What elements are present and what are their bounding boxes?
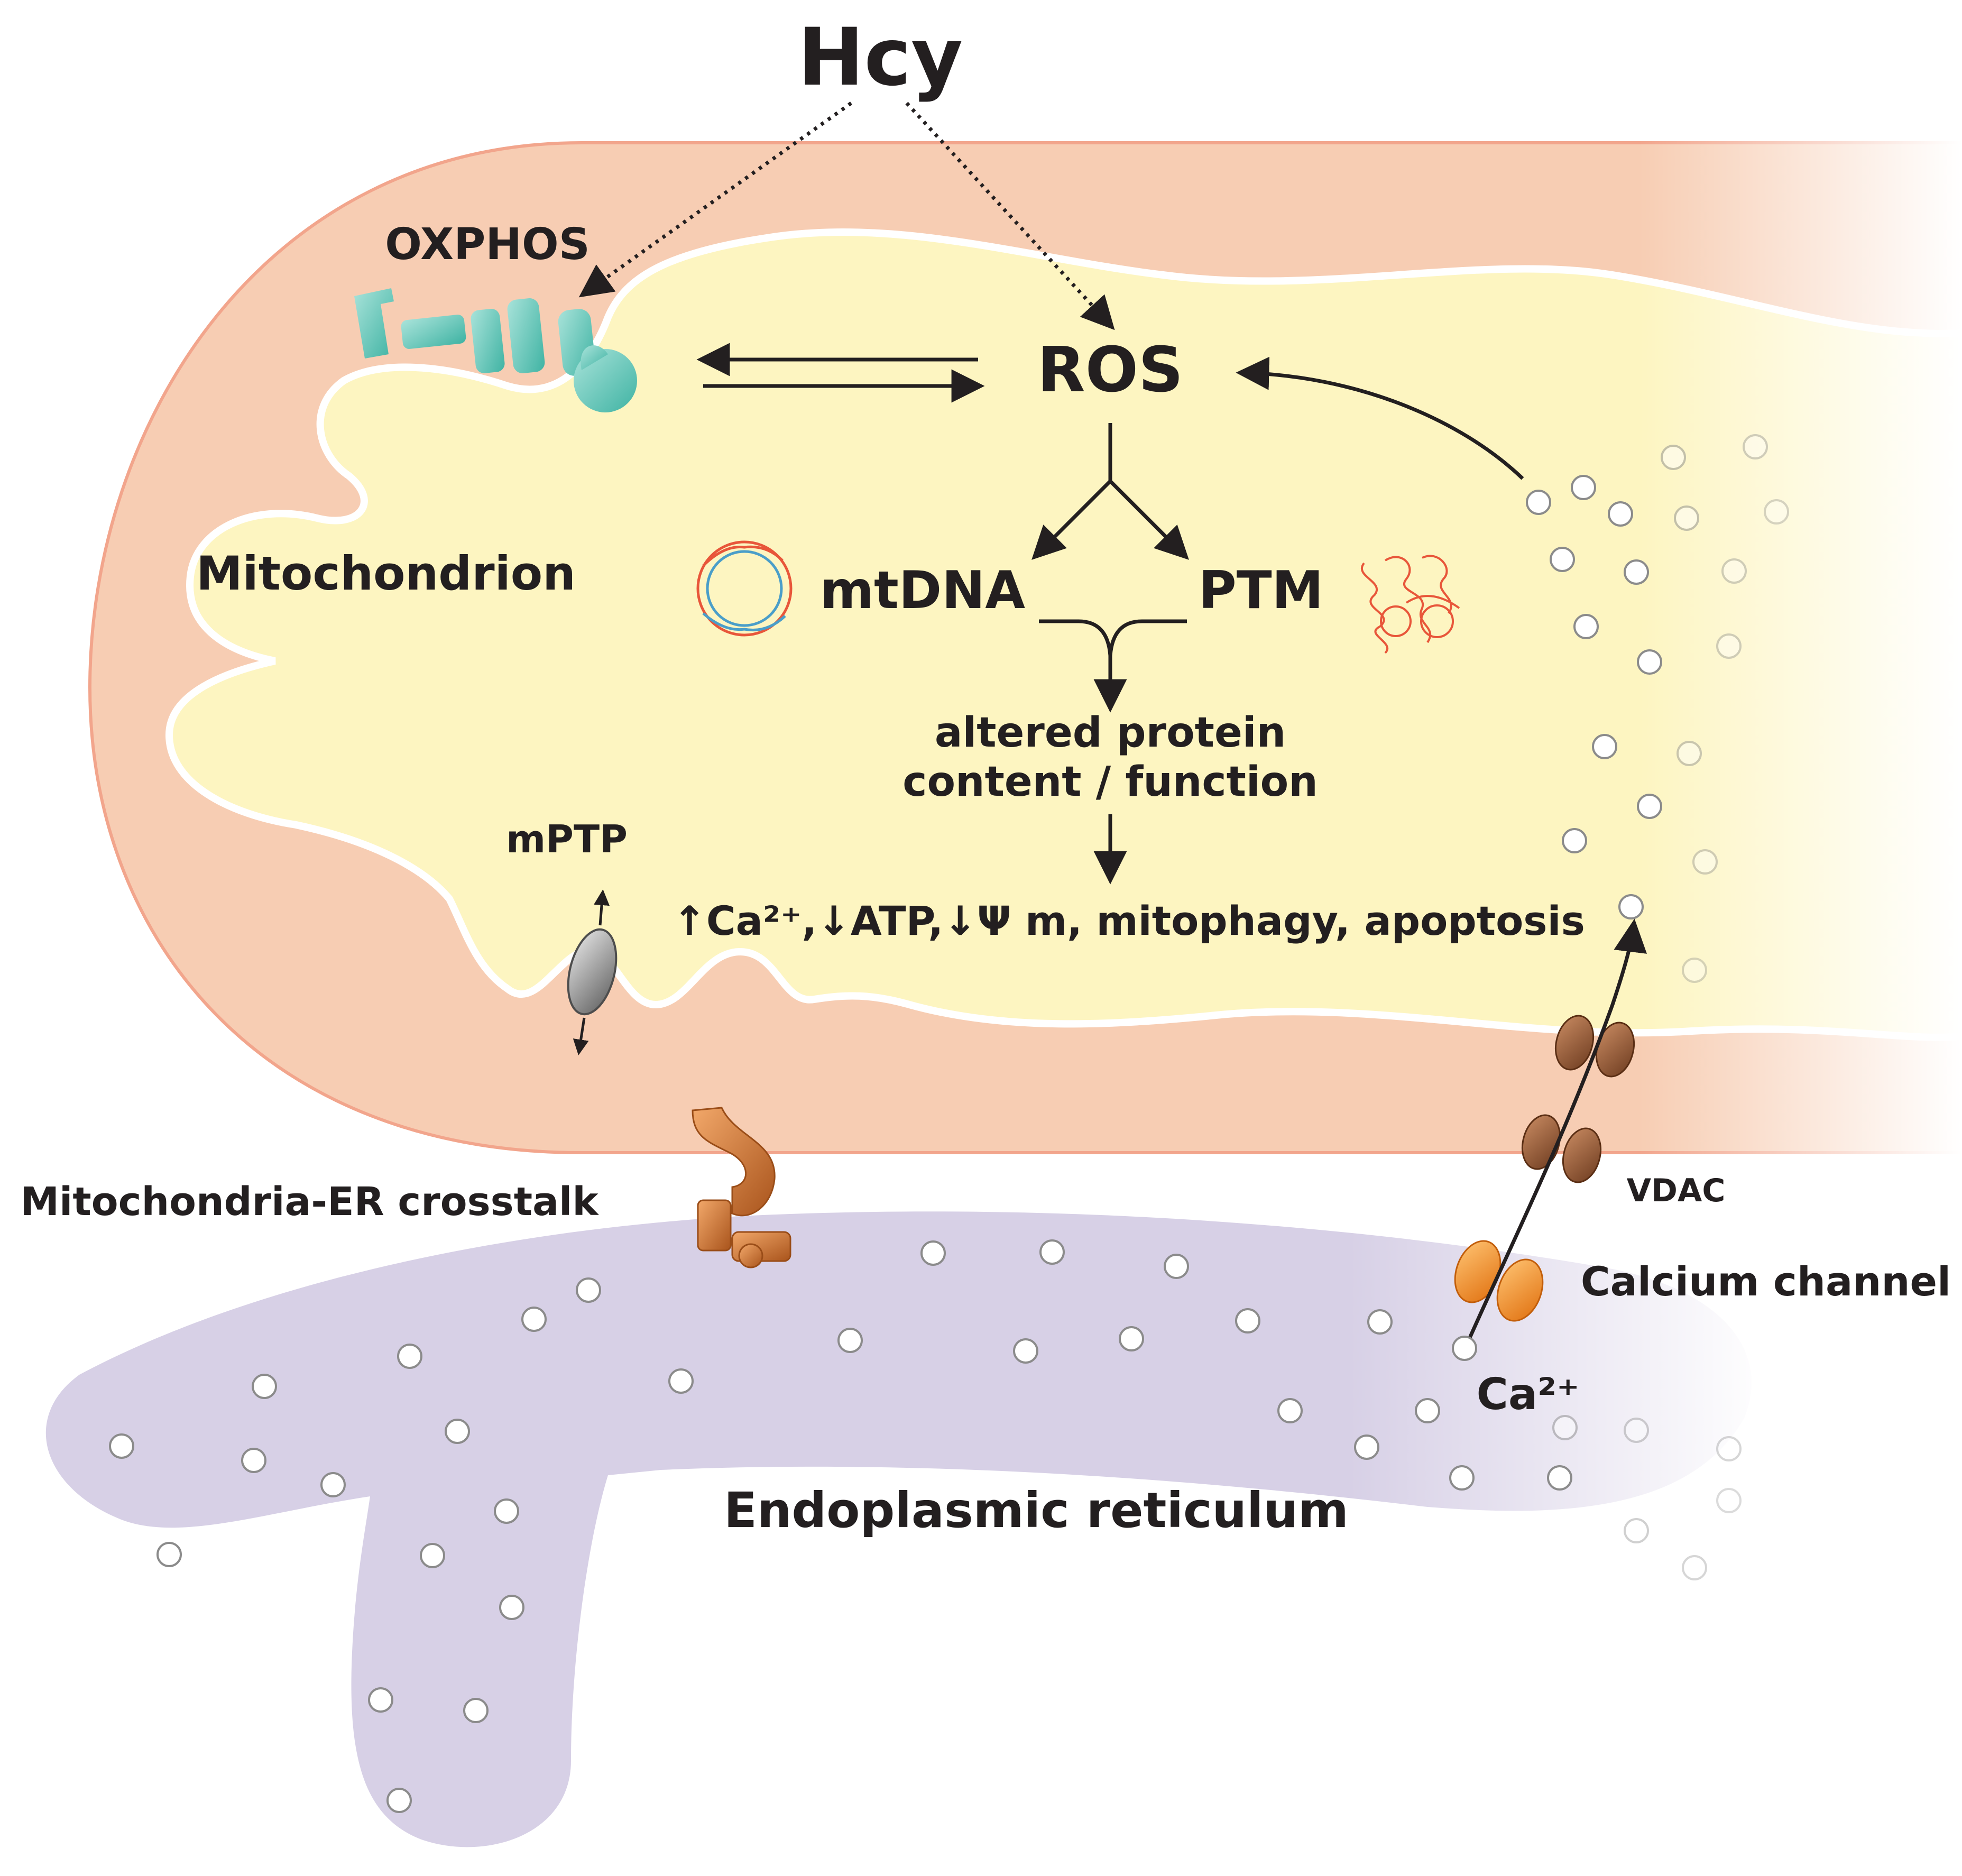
ca-ion xyxy=(1449,1465,1475,1491)
matrix xyxy=(165,228,1962,1041)
labels: Hcy OXPHOS ROS Mitochondrion mtDNA PTM a… xyxy=(20,12,1951,1539)
ca-ion xyxy=(1624,559,1649,585)
mptp-pore-icon xyxy=(567,889,618,1055)
ca-ion xyxy=(1764,499,1789,525)
ca-ion xyxy=(1624,1518,1649,1543)
ca-ion xyxy=(1682,1555,1707,1580)
ca-ion xyxy=(1552,1415,1578,1440)
ca-ion xyxy=(837,1328,863,1353)
ca-ion xyxy=(1637,649,1662,675)
mitochondrion xyxy=(88,106,1962,1190)
ros-to-mtdna-arrow xyxy=(1031,480,1112,560)
mtdna-circle-icon xyxy=(696,540,793,637)
er-fade xyxy=(1348,1190,1771,1560)
ca-ion xyxy=(1039,1239,1065,1265)
ca-ion xyxy=(1550,547,1575,572)
ca-ion xyxy=(1562,828,1587,853)
ca-ion xyxy=(1716,633,1742,659)
ca-ion xyxy=(1637,794,1662,819)
ca-ion xyxy=(320,1472,346,1497)
ca-ion xyxy=(1674,505,1699,531)
er-mito-tether-icon xyxy=(692,1107,791,1268)
ca-ion xyxy=(156,1542,182,1567)
crosstalk-label: Mitochondria-ER crosstalk xyxy=(20,1179,599,1225)
ca-ion xyxy=(1013,1338,1038,1364)
protein-coil-icon xyxy=(1360,555,1460,654)
ca-ion xyxy=(521,1307,547,1332)
hcy-to-oxphos-arrow xyxy=(578,102,853,298)
ca-ion xyxy=(1571,475,1596,500)
ca-ion xyxy=(499,1595,524,1620)
ca-ion xyxy=(1661,445,1686,470)
calcium-to-ros-arrow xyxy=(1236,356,1524,480)
altered-protein-label-line1: altered protein xyxy=(935,709,1286,757)
ca-ion xyxy=(576,1277,601,1303)
ca-ion xyxy=(1367,1309,1393,1335)
mptp-label: mPTP xyxy=(506,817,628,861)
ca-ion xyxy=(109,1433,134,1459)
ca-ion xyxy=(1277,1398,1303,1423)
oxphos-label: OXPHOS xyxy=(385,219,590,270)
outcomes-label: ↑Ca²⁺,↓ATP,↓Ψ m, mitophagy, apoptosis xyxy=(673,897,1585,944)
ca-ion xyxy=(1235,1308,1260,1334)
ca-ion xyxy=(420,1543,445,1568)
vdac-label: VDAC xyxy=(1627,1172,1726,1209)
ca-ion xyxy=(397,1344,422,1369)
oxphos-complex-icon xyxy=(354,288,637,412)
pathway-arrows xyxy=(578,102,1524,885)
ca-ion xyxy=(1682,958,1707,983)
mito-calcium-ions xyxy=(1526,434,1789,983)
ca-ion xyxy=(494,1498,519,1524)
ca-ion xyxy=(1526,490,1551,515)
ca-ion xyxy=(1716,1436,1742,1461)
hcy-label: Hcy xyxy=(798,12,963,104)
ca-ion xyxy=(1743,434,1768,459)
ca-ion xyxy=(1716,1488,1742,1513)
ca-ion xyxy=(368,1687,393,1713)
ca-ion xyxy=(1618,894,1644,919)
ca-ion xyxy=(1547,1465,1572,1491)
ptm-label: PTM xyxy=(1199,560,1323,621)
calcium-flux-arrow xyxy=(1468,918,1647,1339)
calcium-channel-icon xyxy=(1454,1240,1544,1322)
er-body xyxy=(45,1211,1752,1847)
ca-ion xyxy=(1692,849,1718,875)
ca-ion xyxy=(1452,1336,1477,1361)
ca-ion xyxy=(1721,558,1747,584)
calcium-ion-label: Ca²⁺ xyxy=(1477,1369,1580,1420)
ca-ion xyxy=(920,1240,946,1266)
ca-ion xyxy=(1624,1418,1649,1443)
ca-ion xyxy=(445,1419,470,1444)
calcium-channel-label: Calcium channel xyxy=(1581,1258,1951,1305)
altered-protein-label-line2: content / function xyxy=(902,758,1318,806)
ca-ion xyxy=(1608,501,1633,527)
er-calcium-ions xyxy=(109,1239,1742,1813)
ca-ion xyxy=(1164,1254,1189,1279)
ca-ion xyxy=(1119,1326,1144,1351)
ca-ion xyxy=(1573,614,1599,639)
ca-ion xyxy=(463,1698,489,1723)
ca-ion xyxy=(668,1368,694,1394)
ca-ion xyxy=(1354,1434,1379,1460)
er-label: Endoplasmic reticulum xyxy=(724,1482,1349,1539)
mitochondrion-label: Mitochondrion xyxy=(196,546,576,601)
mito-fade xyxy=(1639,106,1962,1190)
ros-label: ROS xyxy=(1037,333,1183,406)
endoplasmic-reticulum xyxy=(45,1190,1771,1847)
ca-ion xyxy=(252,1374,277,1399)
ros-to-ptm-arrow xyxy=(1109,480,1189,560)
ca-ion xyxy=(386,1788,412,1813)
ca-ion xyxy=(1415,1398,1440,1423)
ca-ion xyxy=(241,1448,266,1473)
ca-ion xyxy=(1592,734,1617,759)
ca-ion xyxy=(1677,741,1702,766)
mtdna-label: mtDNA xyxy=(820,560,1025,621)
